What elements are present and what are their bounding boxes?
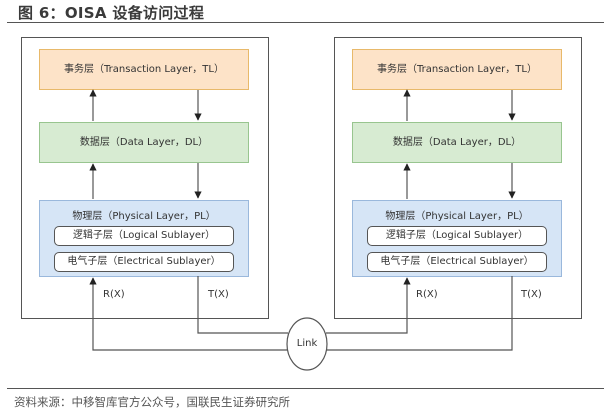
title-divider [7,22,604,23]
transaction-layer-box: 事务层（Transaction Layer，TL） [39,49,249,90]
receive-port-label: R(X) [416,289,438,300]
physical-layer-label: 物理层（Physical Layer，PL） [72,211,216,222]
logical-sublayer-box: 逻辑子层（Logical Sublayer） [54,226,234,246]
electrical-sublayer-box: 电气子层（Electrical Sublayer） [54,252,234,272]
wire-link-to-right-rx [326,277,411,334]
figure-title: 图 6：OISA 设备访问过程 [18,4,205,22]
wire-left-tx-to-link [197,276,288,334]
electrical-sublayer-box: 电气子层（Electrical Sublayer） [367,252,547,272]
device-left: 事务层（Transaction Layer，TL） 数据层（Data Layer… [21,37,269,319]
physical-layer-box: 物理层（Physical Layer，PL） 逻辑子层（Logical Subl… [39,200,249,277]
footer-divider [7,388,604,389]
transmit-port-label: T(X) [521,289,542,300]
logical-sublayer-box: 逻辑子层（Logical Sublayer） [367,226,547,246]
physical-layer-label: 物理层（Physical Layer，PL） [385,211,529,222]
transaction-layer-box: 事务层（Transaction Layer，TL） [352,49,562,90]
physical-layer-box: 物理层（Physical Layer，PL） 逻辑子层（Logical Subl… [352,200,562,277]
wire-right-tx-to-link [325,276,513,351]
link-label: Link [296,338,318,349]
data-layer-box: 数据层（Data Layer，DL） [352,122,562,163]
receive-port-label: R(X) [103,289,125,300]
link-node [286,317,328,371]
transmit-port-label: T(X) [208,289,229,300]
data-layer-box: 数据层（Data Layer，DL） [39,122,249,163]
device-right: 事务层（Transaction Layer，TL） 数据层（Data Layer… [334,37,582,319]
source-note: 资料来源：中移智库官方公众号，国联民生证券研究所 [14,395,290,409]
wire-link-to-left-rx [89,277,289,351]
